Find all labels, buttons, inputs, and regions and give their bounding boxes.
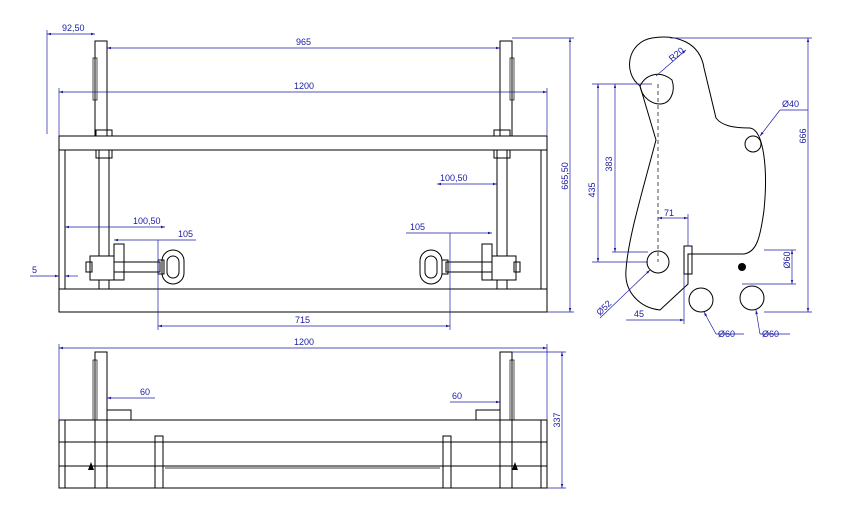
side-hole-top-label: Ø40 xyxy=(782,99,799,109)
side-pin-bottom-left xyxy=(688,287,714,313)
side-height-383-label: 383 xyxy=(604,156,614,171)
front-gap-small-label: 5 xyxy=(32,265,37,275)
side-main-pin-label: Ø52 xyxy=(594,298,613,317)
front-top-offset-label: 92,50 xyxy=(62,23,85,33)
front-left-outer-post xyxy=(58,149,66,290)
front-right-lock-block xyxy=(491,255,517,281)
front-right-bracket xyxy=(481,243,493,281)
front-right-lock-bolt xyxy=(445,261,493,273)
front-right-ring xyxy=(419,249,443,285)
front-bottom-crossbar xyxy=(58,288,548,313)
side-offset-71-label: 71 xyxy=(664,208,674,218)
front-left-ring-label: 105 xyxy=(178,229,193,239)
front-left-lock-block xyxy=(89,255,115,281)
top-left-mark xyxy=(88,462,94,470)
top-right-mark xyxy=(512,462,518,470)
top-left-end xyxy=(58,419,66,489)
side-hook-slot xyxy=(639,73,674,105)
front-right-ring-label: 105 xyxy=(410,222,425,232)
front-left-lock-bolt xyxy=(113,261,161,273)
side-view: R20 Ø40 383 435 666 71 Ø60 Ø52 45 Ø60 xyxy=(587,36,812,339)
top-right-lock xyxy=(475,409,501,421)
side-total-height-label: 666 xyxy=(798,128,808,143)
top-left-offset-label: 60 xyxy=(140,387,150,397)
top-left-ring xyxy=(154,435,164,489)
top-left-lock xyxy=(106,409,132,421)
front-view: 92,50 965 1200 665,50 100,50 100,50 105 … xyxy=(30,23,574,330)
front-left-plate-clamp xyxy=(95,129,113,137)
front-right-ring-inner xyxy=(424,255,438,279)
side-height-435-label: 435 xyxy=(587,182,597,197)
side-pin-bottom-left-label: Ø60 xyxy=(718,329,735,339)
front-top-crossbar xyxy=(58,135,548,151)
top-width-label: 1200 xyxy=(294,337,314,347)
front-left-bracket xyxy=(113,243,125,281)
front-ring-spacing-label: 715 xyxy=(295,315,310,325)
top-left-plate-detail xyxy=(92,359,98,421)
top-right-end xyxy=(540,419,548,489)
front-inner-width-label: 965 xyxy=(296,37,311,47)
top-right-ring xyxy=(442,435,452,489)
front-left-ring xyxy=(161,249,185,285)
front-right-outer-post xyxy=(540,149,548,290)
top-front-bar xyxy=(58,419,548,443)
front-right-offset-label: 100,50 xyxy=(440,173,468,183)
front-right-hook-detail xyxy=(509,57,515,101)
top-right-plate-detail xyxy=(509,359,515,421)
side-offset-45-label: 45 xyxy=(634,309,644,319)
side-pin-bottom-right xyxy=(739,285,765,311)
side-plate-outline xyxy=(625,36,766,311)
side-upper-hole xyxy=(744,135,762,153)
front-left-ring-inner xyxy=(166,255,180,279)
front-outer-width-label: 1200 xyxy=(294,81,314,91)
front-right-plate-clamp xyxy=(493,129,511,137)
front-left-offset-label: 100,50 xyxy=(133,216,161,226)
side-small-hole xyxy=(738,263,746,271)
side-pin-bottom-right-label: Ø60 xyxy=(762,329,779,339)
front-left-hook-detail xyxy=(92,57,98,101)
top-right-offset-label: 60 xyxy=(452,391,462,401)
side-radius-label: R20 xyxy=(667,45,686,63)
front-total-height-label: 665,50 xyxy=(560,162,570,190)
side-hole-right-label: Ø60 xyxy=(782,251,792,268)
top-rear-bar xyxy=(58,465,548,489)
front-left-lock-nut xyxy=(85,261,93,273)
front-left-plate-clamp-2 xyxy=(95,149,113,159)
front-right-lock-nut xyxy=(513,261,521,273)
top-view: 1200 60 60 337 xyxy=(58,337,566,489)
top-depth-label: 337 xyxy=(552,412,562,427)
front-right-plate-clamp-2 xyxy=(493,149,511,159)
